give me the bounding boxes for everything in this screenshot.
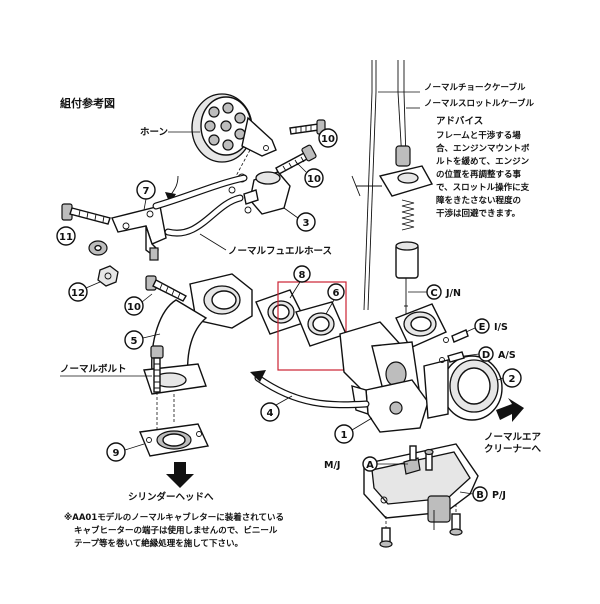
air-cleaner-label-1: ノーマルエア <box>484 432 542 443</box>
callout-10-top: 10 <box>318 128 338 148</box>
callout-letter-d: D <box>478 346 494 362</box>
mj-label: M/J <box>324 460 340 471</box>
svg-text:2: 2 <box>509 374 516 385</box>
callout-6: 6 <box>327 283 345 301</box>
fuel-hose <box>152 174 248 237</box>
throttle-spring <box>401 199 415 231</box>
callout-7: 7 <box>136 180 156 200</box>
air-cleaner-label-2: クリーナーへ <box>484 444 542 455</box>
svg-text:E: E <box>479 322 486 333</box>
callout-letter-c: C <box>426 284 442 300</box>
svg-text:C: C <box>430 288 437 299</box>
svg-text:で、スロットル操作に支: で、スロットル操作に支 <box>436 182 530 193</box>
cable-adjuster <box>351 145 434 197</box>
pj-label: P/J <box>492 490 506 501</box>
callout-12: 12 <box>68 282 88 302</box>
svg-text:キャブヒーターの端子は使用しませんので、ビニール: キャブヒーターの端子は使用しませんので、ビニール <box>74 525 278 536</box>
callout-letter-a: A <box>362 456 378 472</box>
callout-2: 2 <box>502 368 522 388</box>
as-label: A/S <box>498 350 516 361</box>
svg-text:の位置を再調整する事: の位置を再調整する事 <box>436 169 522 180</box>
diagram-title: 組付参考図 <box>60 96 115 110</box>
svg-text:フレームと干渉する場: フレームと干渉する場 <box>436 130 521 141</box>
gasket-9 <box>139 423 210 457</box>
footnote: ※AA01モデルのノーマルキャブレターに装着されている キャブヒーターの端子は使… <box>64 512 284 549</box>
washer-nut-12 <box>88 240 119 287</box>
svg-text:10: 10 <box>127 302 141 313</box>
callout-8: 8 <box>293 265 311 283</box>
svg-text:B: B <box>476 490 484 501</box>
svg-text:8: 8 <box>299 270 306 281</box>
part-5-manifold <box>143 273 253 395</box>
highlight-box <box>277 281 347 371</box>
pilot-jet <box>424 448 434 471</box>
part-7-bracket <box>111 205 167 261</box>
horn-label: ホーン <box>140 127 168 138</box>
throttle-valve <box>395 241 419 314</box>
bolt-11 <box>61 203 111 225</box>
callout-9: 9 <box>106 442 126 462</box>
idle-screw <box>443 329 469 343</box>
advice-text: フレームと干渉する場 合、エンジンマウントボ ルトを緩めて、エンジン の位置を再… <box>435 130 530 219</box>
throttle-cable-label: ノーマルスロットルケーブル <box>424 98 534 109</box>
svg-text:合、エンジンマウントボ: 合、エンジンマウントボ <box>435 143 530 154</box>
normal-bolt-label: ノーマルボルト <box>60 363 127 375</box>
svg-text:ルトを緩めて、エンジン: ルトを緩めて、エンジン <box>436 156 530 167</box>
svg-text:障をきたさない程度の: 障をきたさない程度の <box>436 195 521 206</box>
svg-text:5: 5 <box>131 336 138 347</box>
bolt-10-top <box>289 119 326 135</box>
cylinder-head-label: シリンダーヘッドへ <box>128 491 214 503</box>
svg-text:※AA01モデルのノーマルキャブレターに装着されている: ※AA01モデルのノーマルキャブレターに装着されている <box>64 512 284 523</box>
svg-text:12: 12 <box>71 288 85 299</box>
part-2-bellmouth <box>423 355 503 421</box>
svg-text:6: 6 <box>333 288 340 299</box>
jn-label: J/N <box>445 288 461 299</box>
air-cleaner-arrow <box>496 398 524 422</box>
fuel-hose-label: ノーマルフュエルホース <box>228 246 332 257</box>
callout-11: 11 <box>56 226 76 246</box>
gasket-6 <box>295 301 347 347</box>
callout-10-low: 10 <box>124 296 144 316</box>
svg-text:10: 10 <box>307 174 321 185</box>
bolt-10-mid <box>275 144 317 175</box>
svg-text:9: 9 <box>113 448 120 459</box>
callout-letter-e: E <box>474 318 490 334</box>
air-screw <box>439 351 465 363</box>
is-label: I/S <box>494 322 508 333</box>
callout-10-mid: 10 <box>304 168 324 188</box>
svg-text:テープ等を巻いて絶縁処理を施して下さい。: テープ等を巻いて絶縁処理を施して下さい。 <box>74 538 243 549</box>
callout-1: 1 <box>334 424 354 444</box>
main-jet <box>403 445 421 475</box>
choke-cable-label: ノーマルチョークケーブル <box>424 82 526 93</box>
svg-text:D: D <box>482 350 490 361</box>
svg-text:干渉は回避できます。: 干渉は回避できます。 <box>436 208 520 219</box>
callout-4: 4 <box>260 402 280 422</box>
float-bowl <box>363 443 479 530</box>
svg-text:4: 4 <box>267 408 274 419</box>
svg-text:7: 7 <box>143 186 150 197</box>
callout-letter-b: B <box>472 486 488 502</box>
horn-part <box>191 93 277 163</box>
svg-text:10: 10 <box>321 134 335 145</box>
callout-5: 5 <box>124 330 144 350</box>
callout-3: 3 <box>296 212 316 232</box>
cylinder-head-arrow <box>166 462 194 488</box>
svg-text:1: 1 <box>341 430 348 441</box>
svg-text:3: 3 <box>303 218 310 229</box>
svg-text:11: 11 <box>59 232 73 243</box>
part-4-tube <box>254 374 370 409</box>
gasket-8 <box>255 289 307 335</box>
carburetor-body <box>339 303 447 433</box>
advice-heading: アドバイス <box>436 115 483 127</box>
svg-text:A: A <box>366 460 374 471</box>
bolt-10-low <box>145 275 187 302</box>
